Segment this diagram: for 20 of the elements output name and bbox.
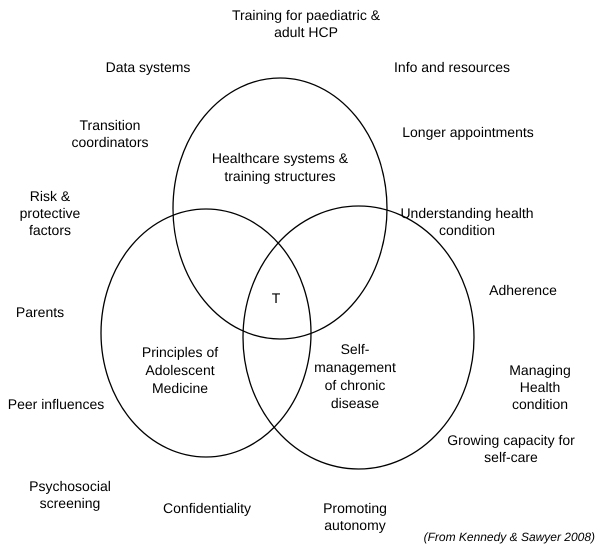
factor-label: Promoting autonomy: [322, 500, 388, 534]
factor-label: Psychosocial screening: [28, 478, 112, 512]
circle-label: Principles of Adolescent Medicine: [140, 343, 220, 397]
source-caption: (From Kennedy & Sawyer 2008): [424, 530, 595, 544]
factor-label: Risk & protective factors: [18, 188, 82, 239]
factor-label: Transition coordinators: [70, 117, 150, 151]
factor-label: Parents: [14, 304, 66, 321]
factor-label: Longer appointments: [401, 124, 535, 141]
factor-label: T: [270, 290, 282, 307]
factor-label: Data systems: [104, 59, 192, 76]
factor-label: Adherence: [488, 282, 558, 299]
factor-label: Training for paediatric & adult HCP: [230, 7, 382, 41]
factor-label: Understanding health condition: [399, 205, 535, 239]
factor-label: Confidentiality: [162, 500, 252, 517]
factor-label: Growing capacity for self-care: [446, 432, 576, 466]
factor-label: Peer influences: [6, 396, 106, 413]
factor-label: Managing Health condition: [508, 362, 572, 413]
circle-label: Healthcare systems & training structures: [210, 149, 350, 185]
circle-label: Self-management of chronic disease: [313, 340, 397, 412]
factor-label: Info and resources: [393, 59, 511, 76]
